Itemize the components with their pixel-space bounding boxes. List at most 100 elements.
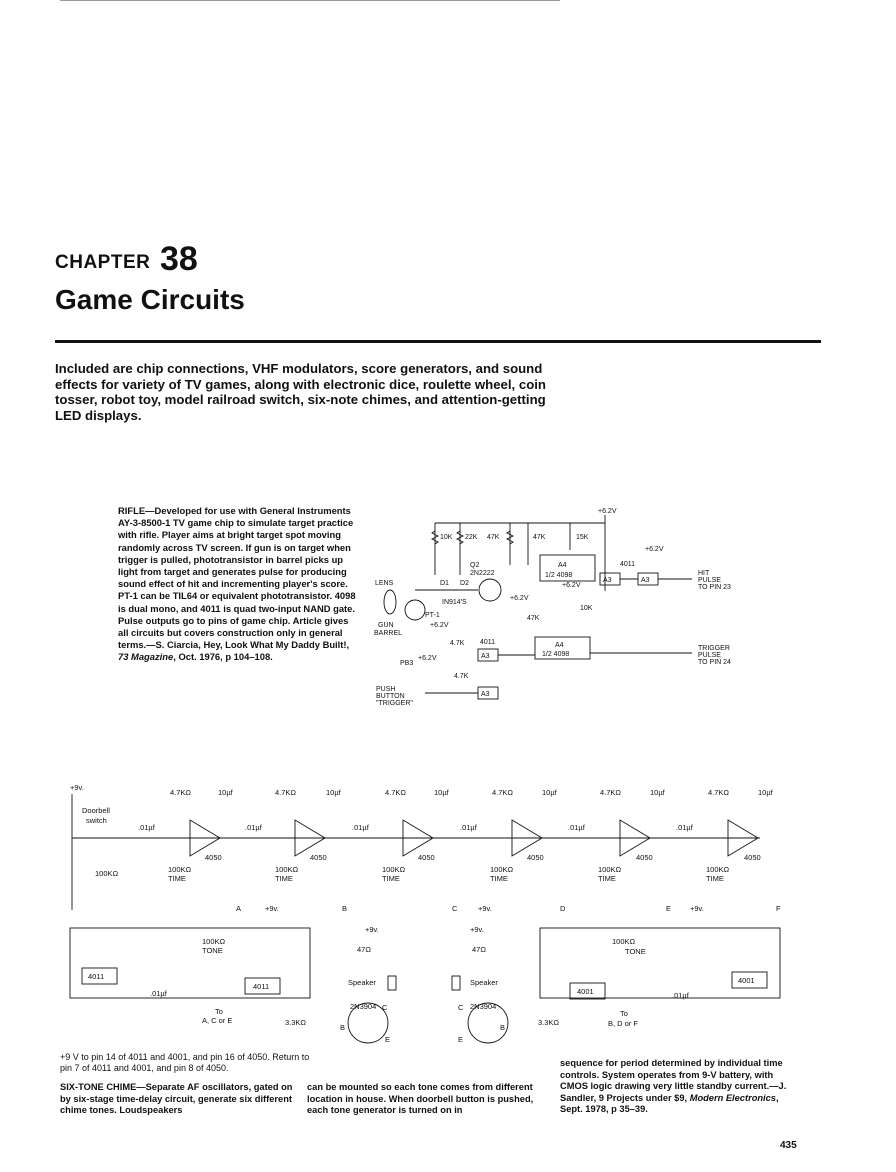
q2-label: Q2 <box>470 562 479 569</box>
c01-4: .01µf <box>460 823 478 832</box>
r47k-label-3: 47K <box>527 615 540 622</box>
ic4011-label-1: 4011 <box>620 561 635 568</box>
power-note: +9 V to pin 14 of 4011 and 4001, and pin… <box>60 1052 310 1073</box>
out-e-label: E <box>666 904 671 913</box>
time-1: TIME <box>168 874 186 883</box>
ic4050-2: 4050 <box>310 853 327 862</box>
ic4050-5: 4050 <box>636 853 653 862</box>
chapter-rule <box>55 340 821 343</box>
out-a-label: A <box>236 904 241 913</box>
to-bdf-label: B, D or F <box>608 1019 638 1028</box>
time-3: TIME <box>382 874 400 883</box>
v9-label-5: +9v. <box>470 925 484 934</box>
v62-label-1: +6.2V <box>430 622 449 629</box>
r33k-label-2: 3.3KΩ <box>538 1018 559 1027</box>
r4k7-label-1: 4.7K <box>450 640 465 647</box>
out-d-label: D <box>560 904 566 913</box>
chime-lead: SIX-TONE CHIME <box>60 1082 137 1092</box>
a3-label-4: A3 <box>481 691 490 698</box>
r47k-2: 4.7KΩ <box>275 788 296 797</box>
pin-e-2: E <box>458 1035 463 1044</box>
c01-5: .01µf <box>568 823 586 832</box>
c01-6: .01µf <box>676 823 694 832</box>
v62-label-2: +6.2V <box>645 546 664 553</box>
doorbell-label: Doorbell <box>82 806 110 815</box>
page-number: 435 <box>780 1140 797 1151</box>
trigger-out-label: TRIGGER <box>698 645 730 652</box>
a4-label-2: A4 <box>555 642 564 649</box>
r47k-6: 4.7KΩ <box>708 788 729 797</box>
time-5: TIME <box>598 874 616 883</box>
a4-label-1: A4 <box>558 562 567 569</box>
r100k-5: 100KΩ <box>598 865 622 874</box>
d1-label: D1 <box>440 580 449 587</box>
half4098-label-1: 1/2 4098 <box>545 572 572 579</box>
tone-1: TONE <box>202 946 223 955</box>
r100k-tone-2: 100KΩ <box>612 937 636 946</box>
speaker-label-1: Speaker <box>348 978 376 987</box>
pb3-label: PB3 <box>400 660 413 667</box>
a3-label-3: A3 <box>481 653 490 660</box>
to-ace-label: A, C or E <box>202 1016 232 1025</box>
c10-5: 10µf <box>650 788 666 797</box>
c10-6: 10µf <box>758 788 774 797</box>
half4098-label-2: 1/2 4098 <box>542 651 569 658</box>
lens-label: LENS <box>375 580 394 587</box>
top-rule <box>60 0 560 1</box>
trigger-pulse-label: PULSE <box>698 652 721 659</box>
r4k7-label-2: 4.7K <box>454 673 469 680</box>
chime-tail: , Sept. 1978, p 35–39. <box>560 1092 779 1115</box>
c10-2: 10µf <box>326 788 342 797</box>
ic4011-label-2: 4011 <box>480 639 495 646</box>
ic4001-gate-1: 4001 <box>577 987 594 996</box>
r47k-5: 4.7KΩ <box>600 788 621 797</box>
chime-col3-text: sequence for period determined by indivi… <box>560 1058 787 1103</box>
v62-label-4: +6.2V <box>562 582 581 589</box>
pin-b-2: B <box>500 1023 505 1032</box>
r100k-4: 100KΩ <box>490 865 514 874</box>
r10k-label-2: 10K <box>580 605 593 612</box>
v9-label-3: +9v. <box>690 904 704 913</box>
v9-label-4: +9v. <box>365 925 379 934</box>
chime-supply-label: +9v. <box>70 783 84 792</box>
c01-3: .01µf <box>352 823 370 832</box>
c10-4: 10µf <box>542 788 558 797</box>
r10k-label: 10K <box>440 534 453 541</box>
c01-1: .01µf <box>138 823 156 832</box>
r47-label-2: 47Ω <box>472 945 486 954</box>
r100k-6: 100KΩ <box>706 865 730 874</box>
hit-pulse-label: PULSE <box>698 577 721 584</box>
pin-b-1: B <box>340 1023 345 1032</box>
ic4050-4: 4050 <box>527 853 544 862</box>
r33k-label-1: 3.3KΩ <box>285 1018 306 1027</box>
r47k-4: 4.7KΩ <box>492 788 513 797</box>
diodes-label: IN914'S <box>442 599 467 606</box>
chime-caption-col1: SIX-TONE CHIME—Separate AF oscillators, … <box>60 1082 300 1117</box>
q-label-1: 2N3904 <box>350 1002 376 1011</box>
chime-caption-col2: can be mounted so each tone comes from d… <box>307 1082 534 1116</box>
ic4050-3: 4050 <box>418 853 435 862</box>
time-4: TIME <box>490 874 508 883</box>
q2-type-label: 2N2222 <box>470 570 495 577</box>
push-label: PUSH <box>376 686 395 693</box>
r47k-label-2: 47K <box>533 534 546 541</box>
rifle-text: —Developed for use with General Instrume… <box>118 505 356 651</box>
rifle-tail: , Oct. 1976, p 104–108. <box>173 651 273 663</box>
r100k-2: 100KΩ <box>275 865 299 874</box>
switch-label: switch <box>86 816 107 825</box>
v9-label-2: +9v. <box>478 904 492 913</box>
v62-label-5: +6.2V <box>418 655 437 662</box>
out-b-label: B <box>342 904 347 913</box>
ic4011-gate-1: 4011 <box>88 972 104 981</box>
chapter-label: CHAPTER <box>55 252 151 273</box>
chapter-intro: Included are chip connections, VHF modul… <box>55 361 546 423</box>
topin24-label: TO PIN 24 <box>698 659 731 666</box>
barrel-label: BARREL <box>374 630 402 637</box>
c01-2: .01µf <box>245 823 263 832</box>
ic4050-1: 4050 <box>205 853 222 862</box>
chime-source: Modern Electronics <box>689 1092 776 1103</box>
r47k-1: 4.7KΩ <box>170 788 191 797</box>
q-label-2: 2N3904 <box>470 1002 496 1011</box>
pin-c-1: C <box>382 1003 388 1012</box>
rifle-schematic: +6.2V 10K 22K 47K 47K 15K A4 1/2 4098 Q2… <box>374 508 731 707</box>
